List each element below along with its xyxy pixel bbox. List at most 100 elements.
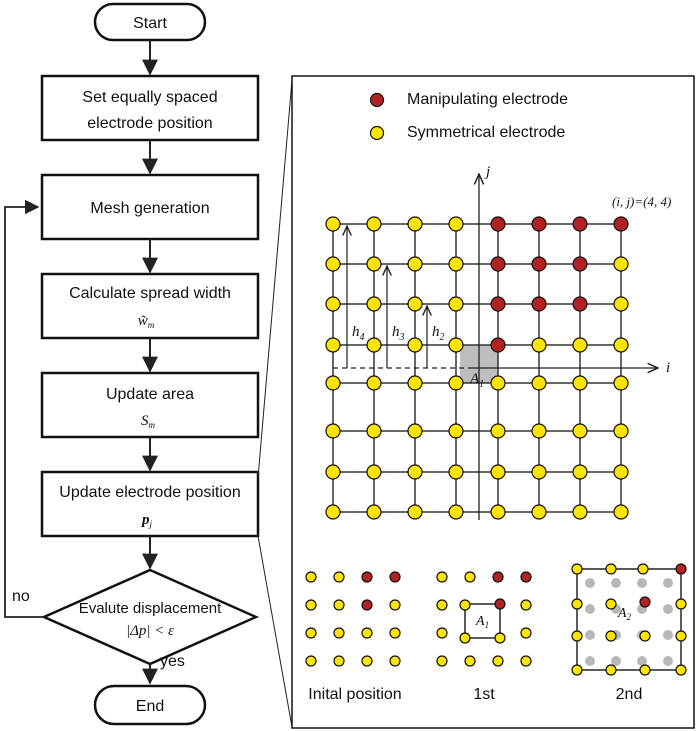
j-axis-label: j [484,164,490,180]
a1-grid-label-a: A [469,371,480,387]
symmetrical-electrode [531,423,547,439]
h3-label-sub: 3 [399,332,405,343]
position-label: Update electrode position [59,484,240,501]
manipulating-electrode [361,599,373,611]
symmetrical-electrode [333,599,345,611]
legend-symmetrical-label: Symmetrical electrode [407,124,565,141]
h4-label-sub: 4 [360,332,365,343]
symmetrical-electrode [490,423,506,439]
symmetrical-electrode [572,464,588,480]
h3-label: h3 [392,324,405,343]
stage-initial-dots [305,571,401,667]
symmetrical-electrode [637,563,649,575]
manipulating-electrode [531,256,547,272]
symmetrical-electrode [366,423,382,439]
symmetrical-electrode [572,504,588,520]
previous-position-dot [637,656,647,666]
stage-second-cell [576,568,682,671]
symmetrical-electrode [361,655,373,667]
symmetrical-electrode [389,655,401,667]
symmetrical-electrode [572,375,588,391]
symmetrical-electrode [531,464,547,480]
symmetrical-electrode [613,256,629,272]
symmetrical-electrode [605,630,617,642]
no-loop-line [4,199,44,618]
symmetrical-electrode [448,216,464,232]
symmetrical-electrode [448,464,464,480]
symmetrical-electrode [492,655,504,667]
previous-position-dot [585,604,595,614]
symmetrical-electrode [407,216,423,232]
previous-position-dot [663,578,673,588]
symmetrical-electrode [366,216,382,232]
stage-first-cell [464,603,501,639]
symmetrical-electrode [436,571,448,583]
spread-symbol: w̃m [138,313,155,330]
symmetrical-electrode [448,296,464,312]
symmetrical-electrode [494,632,506,644]
end-terminal [93,684,207,726]
previous-position-dot [611,578,621,588]
manipulating-electrode [490,337,506,353]
area-symbol: Sm [141,413,156,430]
symmetrical-electrode [366,256,382,272]
set-position-line2: electrode position [87,115,212,132]
symmetrical-electrode [366,464,382,480]
no-label: no [12,588,30,605]
symmetrical-electrode [675,664,687,676]
symmetrical-electrode [571,598,583,610]
legend: Manipulating electrode Symmetrical elect… [369,91,568,141]
spread-label: Calculate spread width [69,285,231,302]
a1-grid-label: A1 [469,371,484,390]
symmetrical-electrode [605,563,617,575]
symmetrical-electrode [605,598,617,610]
electrode-grid: i j (i, j)=(4, 4) h4 h3 h2 A1 [325,164,671,520]
stage-second-dots [571,563,687,676]
h3-label-h: h [392,324,400,340]
symmetrical-electrode [305,655,317,667]
decision-label: Evalute displacement [79,600,222,617]
symmetrical-electrode [366,504,382,520]
end-label: End [136,698,164,715]
symmetrical-electrode [389,599,401,611]
symmetrical-electrode [448,375,464,391]
stage-initial: Inital position [305,571,402,703]
symmetrical-electrode [325,423,341,439]
stage-second: A2 2nd [571,563,687,703]
manipulating-electrode [361,571,373,583]
symmetrical-electrode [448,504,464,520]
symmetrical-electrode [407,337,423,353]
stage-first-a1-label: A1 [475,614,489,630]
manipulating-electrode [572,216,588,232]
symmetrical-electrode [407,423,423,439]
position-symbol-sub: j [148,519,152,529]
symmetrical-electrode [490,375,506,391]
symmetrical-electrode [459,632,471,644]
symmetrical-electrode [520,599,532,611]
manipulating-electrode [572,296,588,312]
previous-position-dot [637,578,647,588]
decision-condition: |Δp| < ε [126,623,174,639]
area-symbol-s: S [141,413,149,429]
h2-label-sub: 2 [440,332,445,343]
h2-label-h: h [432,324,440,340]
symmetrical-electrode [448,423,464,439]
symmetrical-electrode [407,375,423,391]
symmetrical-electrode [613,464,629,480]
area-symbol-sub: m [149,420,156,430]
symmetrical-electrode [675,630,687,642]
spread-symbol-sub: m [148,320,155,330]
manipulating-electrode [520,571,532,583]
symmetrical-electrode [605,664,617,676]
symmetrical-electrode [675,598,687,610]
symmetrical-electrode [366,296,382,312]
stage-second-label: 2nd [616,686,643,703]
symmetrical-electrode [325,216,341,232]
flowchart: Start Set equally spaced electrode posit… [4,2,260,726]
stage-second-a2-a: A [617,606,627,621]
previous-position-dot [663,656,673,666]
symmetrical-electrode [464,571,476,583]
symmetrical-electrode [325,337,341,353]
symmetrical-electrode [613,504,629,520]
